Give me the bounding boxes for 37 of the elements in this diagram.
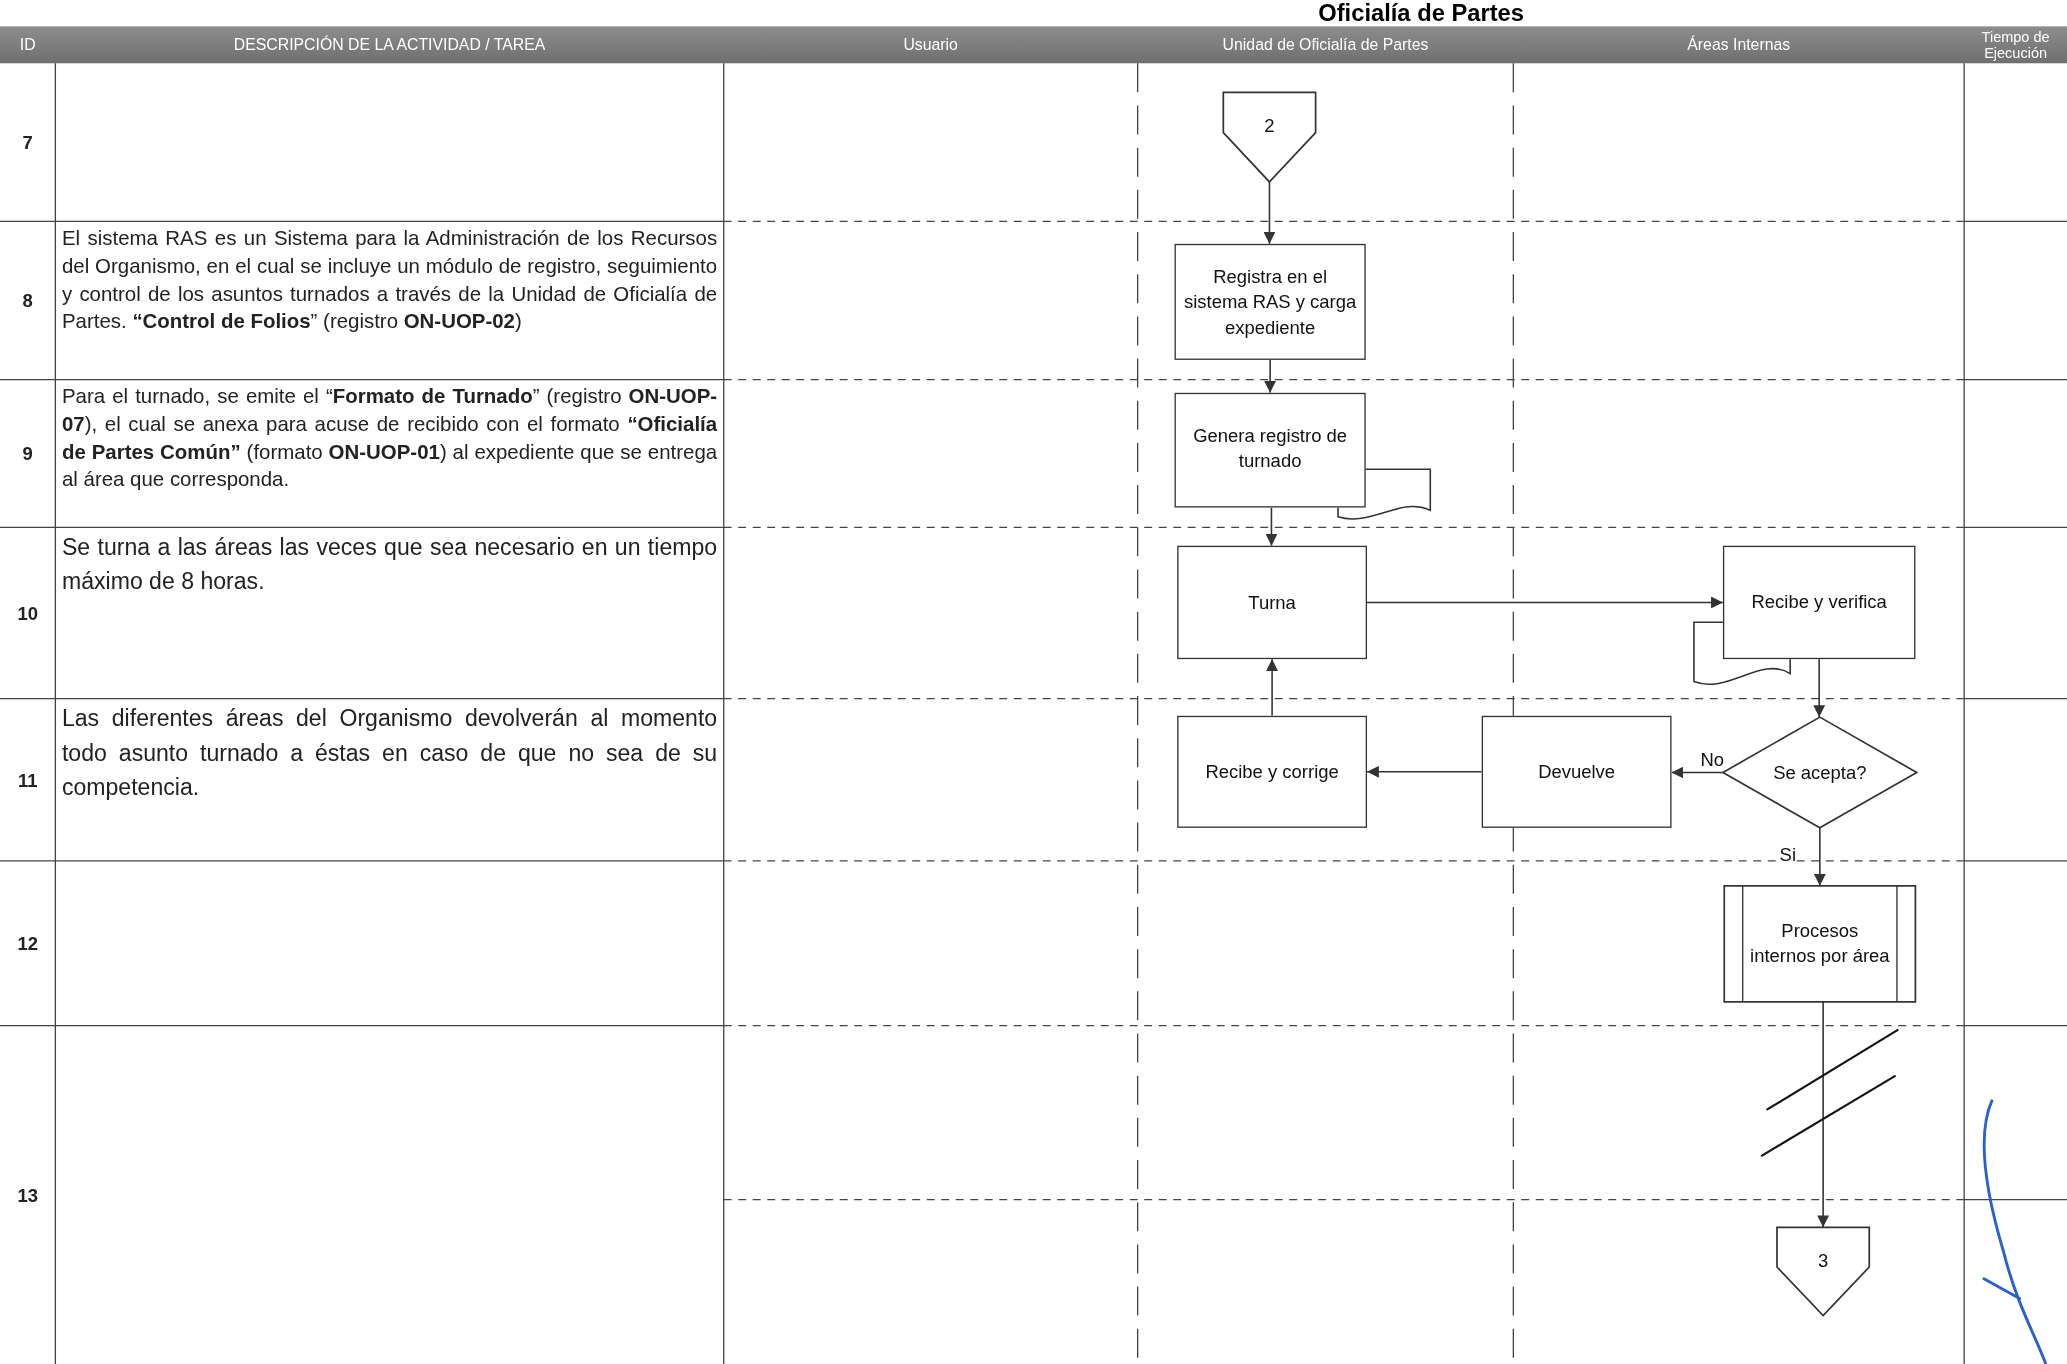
activity-description: Para el turnado, se emite el “Formato de Turnado” (registro ON-UOP-07), el cual se anexa para acuse de recibido con el formato “Oficialía de Partes Común” (formato ON-UOP-01) al expediente que se entrega al área que corresponda.	[60, 383, 719, 493]
arrow	[1817, 1001, 1830, 1229]
row-id: 12	[17, 932, 38, 954]
column-header: DESCRIPCIÓN DE LA ACTIVIDAD / TAREA	[233, 35, 546, 55]
column-header: Tiempo de Ejecución	[1980, 29, 2051, 61]
arrow	[1366, 596, 1724, 609]
diagram-title: Oficialía de Partes	[1318, 0, 1524, 27]
decision-diamond: Se acepta?	[1722, 717, 1917, 828]
activity-description: Se turna a las áreas las veces que sea necesario en un tiempo máximo de 8 horas.	[60, 532, 719, 597]
row-id: 13	[17, 1184, 38, 1206]
process-box: Turna	[1177, 545, 1367, 660]
process-box: Recibe y corrige	[1177, 715, 1367, 828]
process-box: Devuelve	[1481, 715, 1672, 828]
process-box: Genera registro de turnado	[1174, 392, 1366, 508]
column-header: ID	[19, 35, 36, 55]
row-id: 8	[22, 290, 33, 312]
off-page-connector: 2	[1223, 92, 1316, 182]
predefined-process-box: Procesos internos por área	[1724, 885, 1916, 1002]
column-header: Áreas Internas	[1687, 35, 1791, 55]
row-id: 10	[17, 602, 38, 624]
arrow	[1366, 765, 1483, 778]
arrow	[1265, 506, 1278, 547]
arrow	[1813, 827, 1826, 887]
column-header: Unidad de Oficialía de Partes	[1222, 35, 1429, 55]
arrow	[1263, 181, 1276, 245]
row-id: 9	[22, 442, 33, 464]
arrow	[1264, 359, 1277, 394]
arrow	[1670, 766, 1724, 779]
off-page-connector: 3	[1777, 1227, 1870, 1316]
activity-description: Las diferentes áreas del Organismo devolverán al momento todo asunto turnado a éstas en caso de que no sea de su competencia.	[60, 704, 719, 803]
column-header: Usuario	[903, 35, 958, 55]
row-id: 11	[17, 769, 38, 791]
arrow	[1266, 658, 1279, 717]
arrow	[1813, 658, 1826, 718]
activity-description: El sistema RAS es un Sistema para la Administración de los Recursos del Organismo, en el cual se incluye un módulo de registro, seguimiento y control de los asuntos turnados a través de la Unidad de Oficialía de Partes. “Control de Folios” (registro ON-UOP-02)	[60, 225, 719, 335]
process-box: Registra en el sistema RAS y carga expediente	[1174, 243, 1366, 360]
row-id: 7	[22, 131, 33, 153]
